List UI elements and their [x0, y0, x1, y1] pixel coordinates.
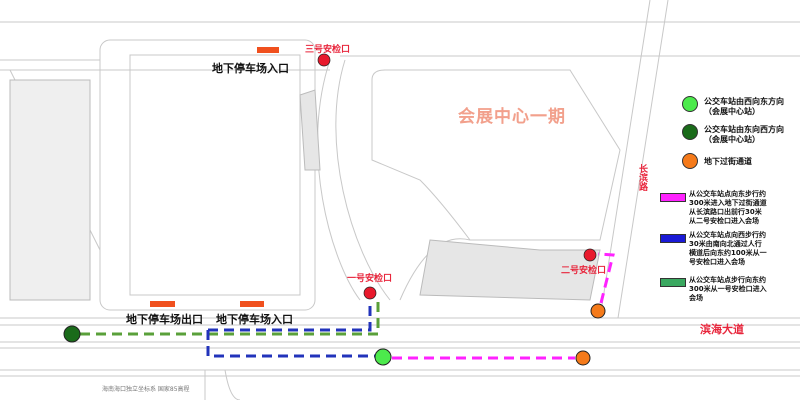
legend-light-green-circle-icon [682, 96, 698, 112]
legend-item: 从公交车站点向西步行约30米由南向北通过人行横道后向东约100米从一号安检口进入… [689, 231, 767, 266]
parking-exit-south-marker [150, 301, 175, 307]
legend-item: 地下过街通道 [704, 157, 752, 166]
checkpoint-1-label: 一号安检口 [347, 274, 393, 284]
checkpoint-3-marker [317, 53, 331, 67]
underpass-south-marker [575, 350, 591, 366]
parking-entrance-south-marker [240, 301, 264, 307]
binhai-avenue-label: 滨海大道 [700, 323, 744, 336]
coordinate-note: 海南海口独立坐标系 国家85高程 [102, 386, 190, 393]
underpass-north-marker [590, 303, 606, 319]
checkpoint-1-marker [363, 286, 377, 300]
parking-entrance-south-label: 地下停车场入口 [216, 313, 293, 326]
legend-item: 公交车站由东向西方向（会展中心站） [704, 125, 784, 144]
checkpoint-2-label: 二号安检口 [561, 266, 607, 276]
parking-exit-south-label: 地下停车场出口 [126, 313, 203, 326]
route-blue-south [206, 330, 375, 358]
bus-stop-eastbound-marker [374, 348, 392, 366]
venue-title: 会展中心一期 [458, 107, 566, 127]
changbin-road-label: 长滨路 [637, 164, 647, 191]
route-magenta-changbin [597, 252, 615, 304]
legend-orange-circle-icon [682, 153, 698, 169]
route-green [80, 300, 380, 336]
legend-magenta-bar-icon [660, 193, 686, 202]
legend-item: 从公交车站点步行向东约300米从一号安检口进入会场 [689, 276, 767, 302]
bus-stop-westbound-marker [63, 325, 81, 343]
legend-item: 公交车站由西向东方向（会展中心站） [704, 97, 784, 116]
route-blue-north [208, 302, 372, 332]
hatched-areas [9, 79, 601, 301]
legend-blue-bar-icon [660, 234, 686, 243]
parking-entrance-north-marker [257, 47, 279, 53]
legend-dark-green-circle-icon [682, 124, 698, 140]
legend-green-bar-icon [660, 278, 686, 287]
checkpoint-3-label: 三号安检口 [305, 45, 351, 55]
checkpoint-2-marker [583, 248, 597, 262]
legend-item: 从公交车站点向东步行约300米进入地下过街通道从长滨路口出前行30米从二号安检口… [689, 190, 767, 225]
parking-entrance-north-label: 地下停车场入口 [212, 62, 289, 75]
